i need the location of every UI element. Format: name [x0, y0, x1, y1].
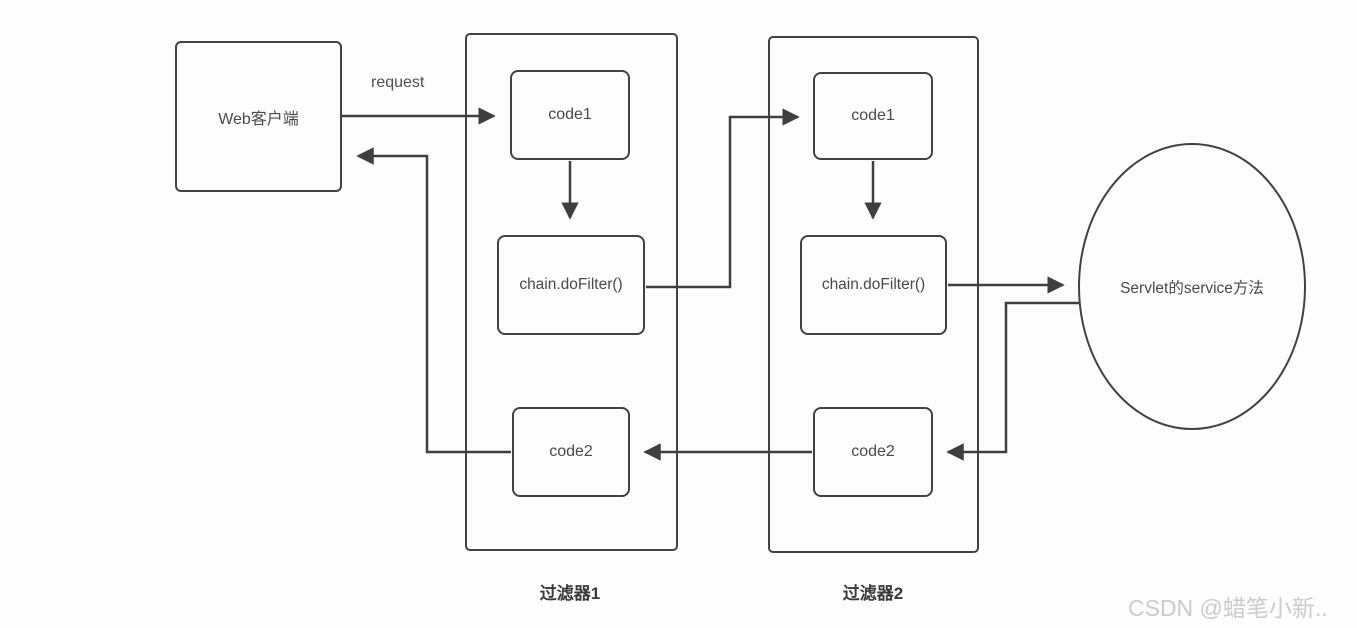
filter1-code2-label: code2 — [549, 443, 593, 460]
filter1-code2-to-client-arrow — [356, 147, 511, 454]
web-client-node: Web客户端 — [175, 41, 342, 192]
servlet-service-node: Servlet的service方法 — [1078, 143, 1306, 430]
filter2-caption: 过滤器2 — [842, 584, 904, 603]
web-client-label: Web客户端 — [218, 110, 299, 128]
filter2-code2-box: code2 — [813, 407, 933, 497]
filter1-chain-to-filter2-code1-arrow — [646, 108, 800, 289]
filter1-caption: 过滤器1 — [539, 584, 601, 603]
filter2-chain-dofilter-box: chain.doFilter() — [800, 235, 947, 335]
filter1-chain-dofilter-box: chain.doFilter() — [497, 235, 645, 335]
csdn-watermark: CSDN @蜡笔小新.. — [1128, 595, 1328, 621]
filter2-chain-label: chain.doFilter() — [821, 276, 926, 293]
filter2-code1-box: code1 — [813, 72, 933, 160]
filter2-code1-label: code1 — [851, 107, 895, 124]
filter1-code2-box: code2 — [512, 407, 630, 497]
filter1-code1-box: code1 — [510, 70, 630, 160]
filter1-chain-label: chain.doFilter() — [519, 276, 623, 293]
filter2-container — [768, 36, 979, 553]
filter1-code1-label: code1 — [548, 106, 592, 123]
filter2-code2-label: code2 — [851, 443, 895, 460]
servlet-service-label: Servlet的service方法 — [1120, 279, 1264, 297]
request-edge-label: request — [371, 74, 425, 91]
filter1-container — [465, 33, 678, 551]
